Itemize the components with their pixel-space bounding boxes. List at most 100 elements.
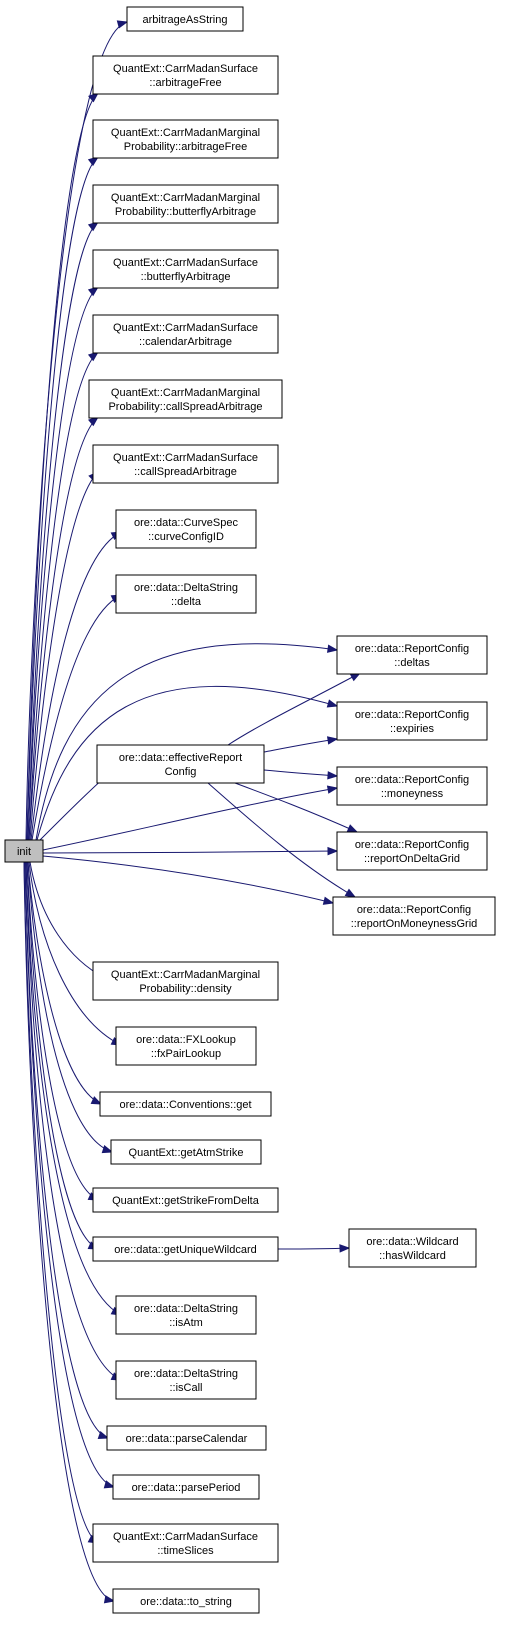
edge-init-to-density <box>29 861 106 979</box>
node-label: init <box>17 846 31 858</box>
node-box <box>115 574 257 614</box>
node-label: ::calendarArbitrage <box>139 336 232 348</box>
node-parseCalendar[interactable]: ore::data::parseCalendar <box>106 1425 267 1451</box>
node-label: QuantExt::CarrMadanSurface <box>113 452 258 464</box>
node-box <box>336 766 488 806</box>
edge-init-to-getUniqueWildcard <box>26 861 99 1250</box>
node-density[interactable]: QuantExt::CarrMadanMarginalProbability::… <box>92 961 279 1001</box>
node-box <box>92 55 279 95</box>
node-reportOnMoneynessGrid[interactable]: ore::data::ReportConfig::reportOnMoneyne… <box>332 896 496 936</box>
edge-init-to-getAtmStrike <box>27 861 113 1153</box>
node-box <box>92 1236 279 1262</box>
node-label: Probability::callSpreadArbitrage <box>108 401 262 413</box>
node-label: ore::data::ReportConfig <box>355 643 469 655</box>
node-box <box>92 961 279 1001</box>
arrowhead-expiries <box>326 699 339 708</box>
node-box <box>336 831 488 871</box>
node-box <box>112 1474 260 1500</box>
arrowhead-expiries <box>326 736 339 745</box>
node-box <box>112 1588 260 1614</box>
node-surf_calendarArbitrage[interactable]: QuantExt::CarrMadanSurface::calendarArbi… <box>92 314 279 354</box>
node-delta[interactable]: ore::data::DeltaString::delta <box>115 574 257 614</box>
node-box <box>96 744 265 784</box>
edge-init-to-curveConfigID <box>30 531 122 841</box>
arrowhead-reportOnMoneynessGrid <box>322 896 335 905</box>
node-getUniqueWildcard[interactable]: ore::data::getUniqueWildcard <box>92 1236 279 1262</box>
edge-init-to-reportOnDeltaGrid <box>42 850 338 854</box>
node-hasWildcard[interactable]: ore::data::Wildcard::hasWildcard <box>348 1228 477 1268</box>
node-surf_arbitrageFree[interactable]: QuantExt::CarrMadanSurface::arbitrageFre… <box>92 55 279 95</box>
node-box <box>332 896 496 936</box>
edge-init-to-reportOnMoneynessGrid <box>42 855 334 904</box>
edge-init-to-marg_callSpreadArbitrage <box>28 416 99 841</box>
node-curveConfigID[interactable]: ore::data::CurveSpec::curveConfigID <box>115 509 257 549</box>
edge-effectiveReportConfig-to-expiries <box>263 738 338 753</box>
node-moneyness[interactable]: ore::data::ReportConfig::moneyness <box>336 766 488 806</box>
node-marg_butterflyArbitrage[interactable]: QuantExt::CarrMadanMarginalProbability::… <box>92 184 279 224</box>
node-fxPairLookup[interactable]: ore::data::FXLookup::fxPairLookup <box>115 1026 257 1066</box>
node-label: ::expiries <box>390 723 435 735</box>
node-label: QuantExt::getAtmStrike <box>129 1147 244 1159</box>
node-label: ore::data::effectiveReport <box>119 752 242 764</box>
node-label: Probability::density <box>139 983 232 995</box>
node-label: ::reportOnDeltaGrid <box>364 853 460 865</box>
node-arbitrageAsString[interactable]: arbitrageAsString <box>126 6 244 32</box>
node-label: QuantExt::CarrMadanMarginal <box>111 969 260 981</box>
node-box <box>92 1187 279 1213</box>
arrowhead-deltas <box>326 644 339 653</box>
edge-init-to-conventions_get <box>27 861 102 1105</box>
edge-init-to-surf_butterflyArbitrage <box>27 286 99 841</box>
node-label: ::reportOnMoneynessGrid <box>351 918 478 930</box>
node-getStrikeFromDelta[interactable]: QuantExt::getStrikeFromDelta <box>92 1187 279 1213</box>
node-init[interactable]: init <box>4 839 44 863</box>
node-label: ore::data::DeltaString <box>134 1368 238 1380</box>
edge-init-to-fxPairLookup <box>28 861 122 1046</box>
node-surf_callSpreadArbitrage[interactable]: QuantExt::CarrMadanSurface::callSpreadAr… <box>92 444 279 484</box>
edge-init-to-delta <box>31 594 122 841</box>
edge-effectiveReportConfig-to-moneyness <box>263 769 338 777</box>
node-marg_callSpreadArbitrage[interactable]: QuantExt::CarrMadanMarginalProbability::… <box>88 379 283 419</box>
node-deltas[interactable]: ore::data::ReportConfig::deltas <box>336 635 488 675</box>
node-isAtm[interactable]: ore::data::DeltaString::isAtm <box>115 1295 257 1335</box>
arrowhead-moneyness <box>327 771 339 780</box>
node-label: ore::data::getUniqueWildcard <box>114 1244 256 1256</box>
node-label: ::delta <box>171 596 202 608</box>
node-box <box>336 701 488 741</box>
node-label: ::hasWildcard <box>379 1250 446 1262</box>
node-parsePeriod[interactable]: ore::data::parsePeriod <box>112 1474 260 1500</box>
node-label: ::curveConfigID <box>148 531 224 543</box>
node-isCall[interactable]: ore::data::DeltaString::isCall <box>115 1360 257 1400</box>
edge-init-to-getStrikeFromDelta <box>26 861 99 1201</box>
node-box <box>126 6 244 32</box>
node-box <box>115 1295 257 1335</box>
node-box <box>92 1523 279 1563</box>
node-box <box>336 635 488 675</box>
arrowhead-surf_arbitrageFree <box>88 92 100 103</box>
node-timeSlices[interactable]: QuantExt::CarrMadanSurface::timeSlices <box>92 1523 279 1563</box>
node-conventions_get[interactable]: ore::data::Conventions::get <box>99 1091 272 1117</box>
arrowhead-reportOnDeltaGrid <box>327 846 339 856</box>
edge-effectiveReportConfig-to-deltas <box>227 672 361 746</box>
edge-init-to-isAtm <box>25 861 122 1316</box>
node-label: QuantExt::CarrMadanSurface <box>113 322 258 334</box>
node-getAtmStrike[interactable]: QuantExt::getAtmStrike <box>110 1139 262 1165</box>
node-marg_arbitrageFree[interactable]: QuantExt::CarrMadanMarginalProbability::… <box>92 119 279 159</box>
node-label: QuantExt::CarrMadanMarginal <box>111 387 260 399</box>
node-label: ore::data::DeltaString <box>134 582 238 594</box>
edge-init-to-to_string <box>23 861 115 1602</box>
node-to_string[interactable]: ore::data::to_string <box>112 1588 260 1614</box>
edge-effectiveReportConfig-to-reportOnDeltaGrid <box>234 782 358 833</box>
node-label: ore::data::Conventions::get <box>119 1099 251 1111</box>
edge-init-to-timeSlices <box>23 861 99 1544</box>
node-surf_butterflyArbitrage[interactable]: QuantExt::CarrMadanSurface::butterflyArb… <box>92 249 279 289</box>
node-label: ore::data::Wildcard <box>366 1236 458 1248</box>
node-box <box>348 1228 477 1268</box>
node-expiries[interactable]: ore::data::ReportConfig::expiries <box>336 701 488 741</box>
node-box <box>92 184 279 224</box>
node-label: ore::data::to_string <box>140 1596 232 1608</box>
arrowhead-reportOnDeltaGrid <box>346 824 359 833</box>
node-reportOnDeltaGrid[interactable]: ore::data::ReportConfig::reportOnDeltaGr… <box>336 831 488 871</box>
edge-effectiveReportConfig-to-reportOnMoneynessGrid <box>207 782 356 898</box>
